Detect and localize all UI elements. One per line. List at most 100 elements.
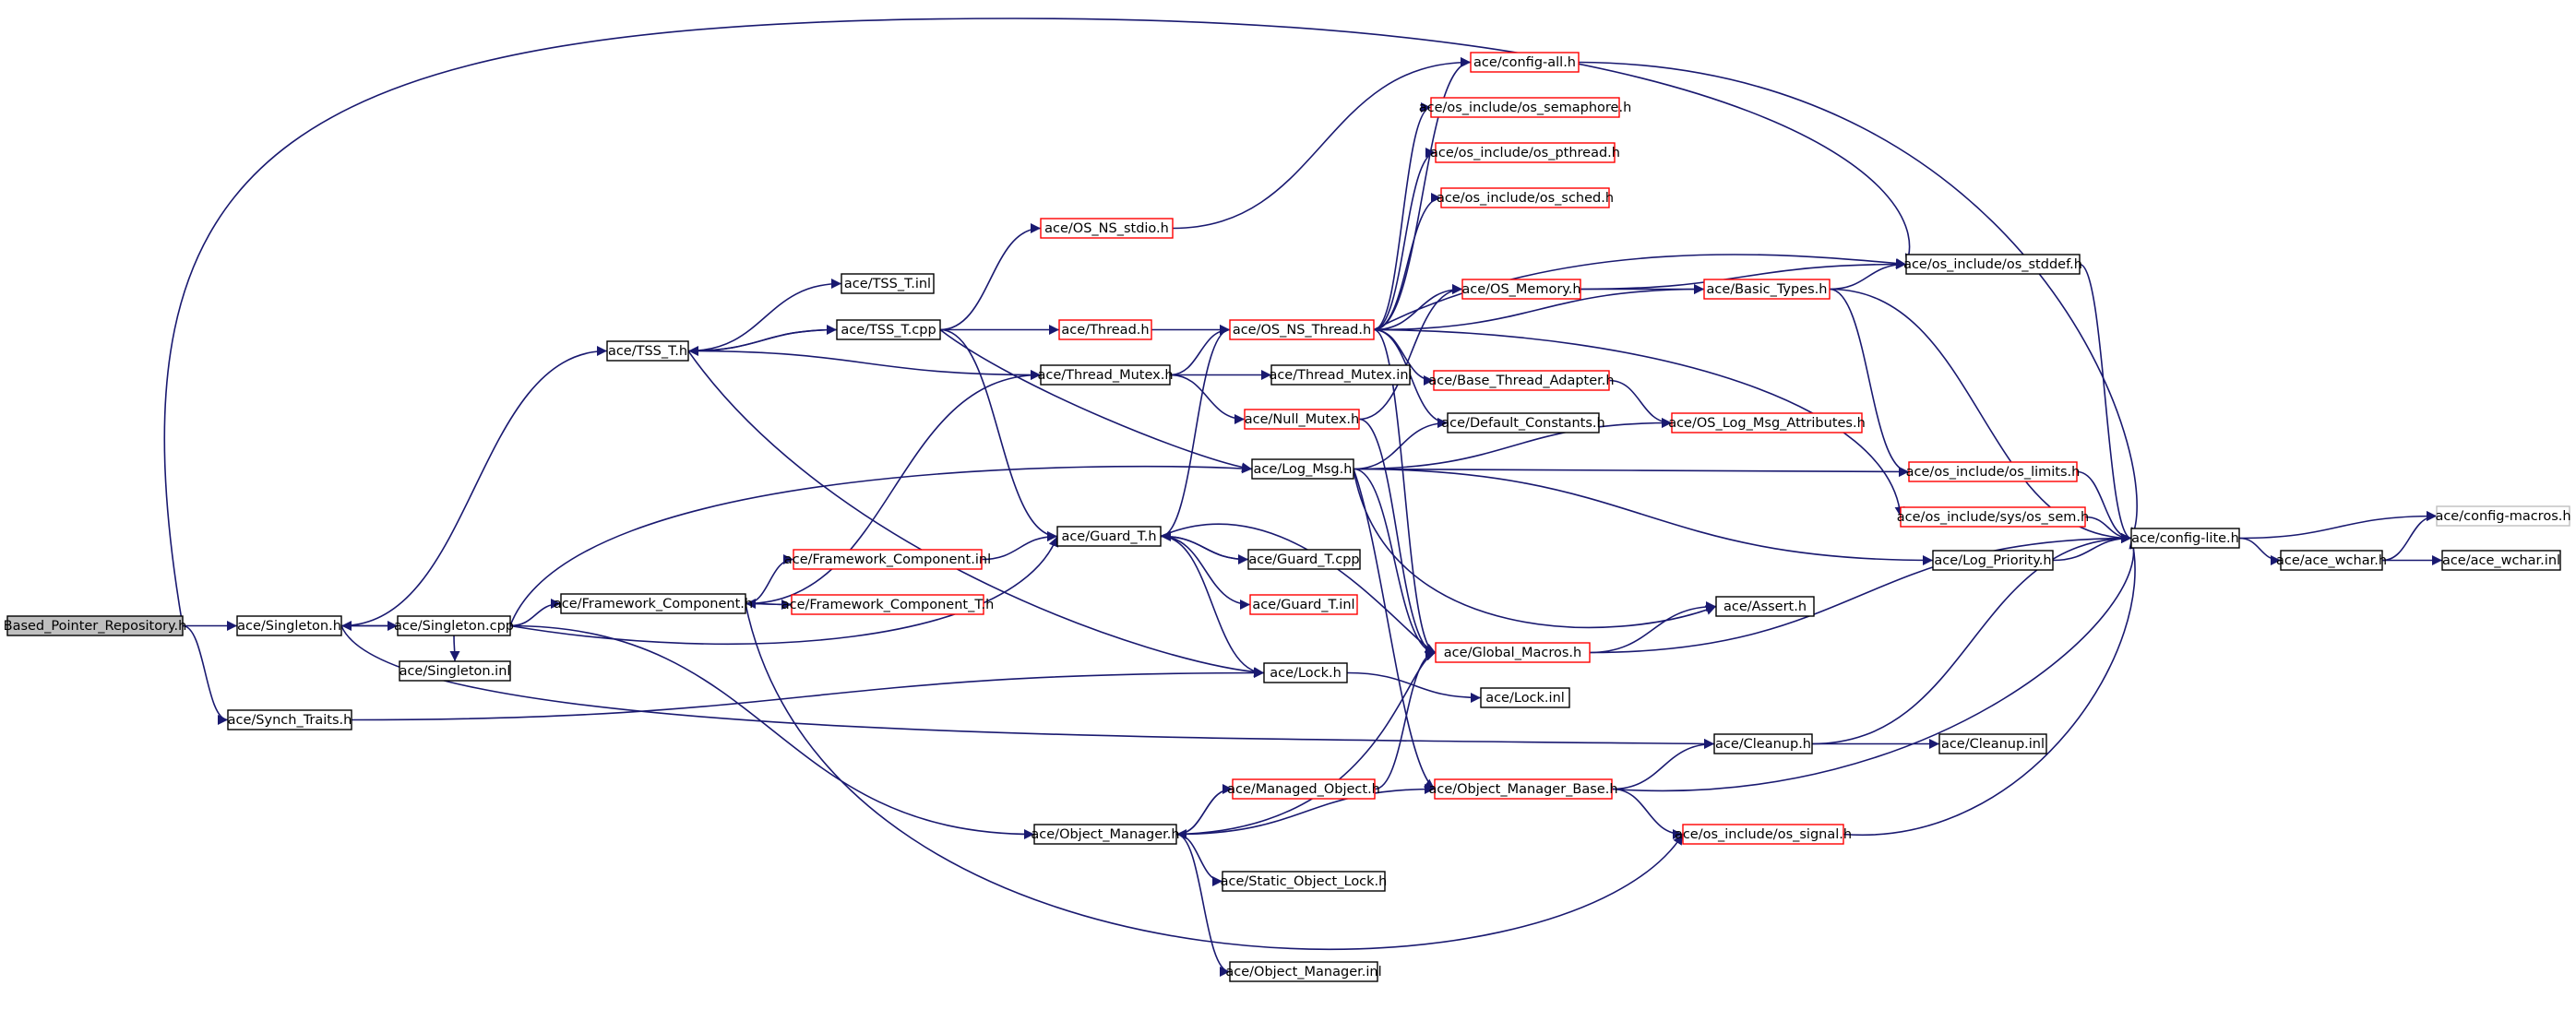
node-guard-t-inl[interactable]: ace/Guard_T.inl	[1249, 594, 1358, 615]
node-root[interactable]: Based_Pointer_Repository.h	[4, 615, 187, 636]
edge-object-manager-h-to-object-manager-inl	[1175, 833, 1231, 977]
node-os-ns-thread[interactable]: ace/OS_NS_Thread.h	[1229, 319, 1375, 340]
node-cleanup-inl[interactable]: ace/Cleanup.inl	[1938, 733, 2047, 754]
node-os-log-msg-attributes[interactable]: ace/OS_Log_Msg_Attributes.h	[1668, 412, 1866, 433]
node-singleton-inl[interactable]: ace/Singleton.inl	[399, 660, 511, 682]
edge-framework-component-t-h-to-framework-component-h	[745, 599, 793, 610]
node-box	[1229, 319, 1375, 340]
node-tss-t-h[interactable]: ace/TSS_T.h	[606, 340, 689, 362]
edge-basic-types-to-os-limits	[1829, 288, 1910, 477]
node-thread-mutex-h[interactable]: ace/Thread_Mutex.h	[1037, 364, 1174, 386]
node-label: ace/Base_Thread_Adapter.h	[1428, 374, 1614, 388]
node-framework-component-t-h[interactable]: ace/Framework_Component_T.h	[781, 594, 995, 615]
node-label: ace/OS_Memory.h	[1461, 282, 1580, 297]
node-os-semaphore[interactable]: ace/os_include/os_semaphore.h	[1419, 97, 1632, 118]
edge-thread-mutex-h-to-os-ns-thread	[1169, 325, 1231, 376]
node-os-signal[interactable]: ace/os_include/os_signal.h	[1675, 824, 1852, 845]
node-label: ace/Framework_Component.h	[554, 597, 753, 611]
node-ace-wchar-inl[interactable]: ace/ace_wchar.inl	[2441, 550, 2561, 571]
edge-object-manager-h-to-static-object-lock	[1175, 833, 1223, 886]
node-label: ace/TSS_T.inl	[844, 277, 931, 291]
edge-os-signal-to-config-lite	[1843, 538, 2140, 837]
node-framework-component-inl[interactable]: ace/Framework_Component.inl	[784, 549, 991, 570]
edge-thread-mutex-h-to-null-mutex	[1169, 374, 1246, 424]
node-label: ace/Default_Constants.h	[1441, 416, 1604, 431]
edge-os-ns-thread-to-os-semaphore	[1373, 102, 1432, 331]
edge-tss-t-h-to-lock-h	[687, 350, 1265, 678]
node-thread-h[interactable]: ace/Thread.h	[1058, 319, 1152, 340]
edge-basic-types-to-config-lite	[1829, 288, 2132, 543]
node-os-limits[interactable]: ace/os_include/os_limits.h	[1906, 461, 2081, 482]
edge-os-memory-to-os-stddef	[1580, 259, 1907, 291]
node-box	[1244, 409, 1360, 430]
node-box	[1435, 142, 1616, 163]
node-box	[397, 615, 511, 636]
node-singleton-cpp[interactable]: ace/Singleton.cpp	[394, 615, 514, 636]
edge-os-ns-thread-to-global-macros	[1373, 328, 1437, 658]
node-label: ace/os_include/os_semaphore.h	[1419, 101, 1632, 115]
edge-config-lite-to-ace-wchar-h	[2238, 537, 2282, 565]
node-label: ace/Basic_Types.h	[1707, 282, 1828, 297]
edge-guard-t-h-to-os-ns-thread	[1160, 325, 1231, 538]
node-basic-types[interactable]: ace/Basic_Types.h	[1703, 279, 1831, 300]
node-log-priority[interactable]: ace/Log_Priority.h	[1932, 550, 2054, 571]
node-label: ace/Object_Manager.inl	[1225, 965, 1381, 980]
node-tss-t-cpp[interactable]: ace/TSS_T.cpp	[836, 319, 941, 340]
node-os-stddef[interactable]: ace/os_include/os_stddef.h	[1903, 254, 2082, 275]
node-os-memory[interactable]: ace/OS_Memory.h	[1461, 279, 1581, 300]
edge-basic-types-to-os-stddef	[1829, 259, 1907, 291]
header-nodes: Based_Pointer_Repository.h ace/Singleton.…	[4, 52, 2571, 982]
node-box	[1249, 594, 1358, 615]
node-box	[1938, 733, 2047, 754]
node-box	[606, 340, 689, 362]
node-config-macros[interactable]: ace/config-macros.h	[2435, 505, 2571, 527]
node-framework-component-h[interactable]: ace/Framework_Component.h	[554, 593, 753, 614]
edge-null-mutex-to-os-memory	[1358, 284, 1463, 421]
node-config-all[interactable]: ace/config-all.h	[1470, 52, 1580, 73]
node-os-ns-stdio[interactable]: ace/OS_NS_stdio.h	[1040, 218, 1174, 239]
node-null-mutex[interactable]: ace/Null_Mutex.h	[1244, 409, 1360, 430]
node-label: ace/os_include/os_signal.h	[1675, 827, 1852, 842]
node-os-sem[interactable]: ace/os_include/sys/os_sem.h	[1897, 506, 2089, 528]
node-synch-traits[interactable]: ace/Synch_Traits.h	[227, 709, 352, 730]
node-global-macros[interactable]: ace/Global_Macros.h	[1435, 642, 1591, 663]
node-guard-t-cpp[interactable]: ace/Guard_T.cpp	[1247, 549, 1361, 570]
node-object-manager-h[interactable]: ace/Object_Manager.h	[1031, 824, 1180, 845]
edge-root-to-os-stddef	[163, 18, 1915, 626]
node-static-object-lock[interactable]: ace/Static_Object_Lock.h	[1221, 871, 1388, 892]
node-os-sched[interactable]: ace/os_include/os_sched.h	[1437, 187, 1614, 208]
node-log-msg[interactable]: ace/Log_Msg.h	[1251, 458, 1354, 480]
node-tss-t-inl[interactable]: ace/TSS_T.inl	[841, 273, 935, 294]
node-default-constants[interactable]: ace/Default_Constants.h	[1441, 412, 1605, 433]
node-label: ace/ace_wchar.h	[2276, 553, 2387, 568]
node-ace-wchar-h[interactable]: ace/ace_wchar.h	[2276, 550, 2387, 571]
node-box	[1229, 961, 1378, 982]
node-label: ace/config-lite.h	[2131, 531, 2239, 546]
edge-framework-component-h-to-thread-mutex-h	[745, 370, 1042, 605]
edge-singleton-h-to-tss-t-h	[340, 346, 608, 627]
node-os-pthread[interactable]: ace/os_include/os_pthread.h	[1430, 142, 1620, 163]
node-box	[227, 709, 352, 730]
edge-singleton-cpp-to-object-manager-h	[509, 624, 1035, 839]
node-cleanup-h[interactable]: ace/Cleanup.h	[1713, 733, 1813, 754]
node-lock-inl[interactable]: ace/Lock.inl	[1480, 687, 1570, 708]
node-guard-t-h[interactable]: ace/Guard_T.h	[1056, 526, 1162, 547]
node-assert-h[interactable]: ace/Assert.h	[1715, 596, 1815, 617]
node-box	[1433, 370, 1610, 391]
node-object-manager-base[interactable]: ace/Object_Manager_Base.h	[1428, 778, 1618, 800]
edge-root-to-synch-traits	[182, 624, 229, 725]
edge-tss-t-cpp-to-log-msg	[939, 328, 1253, 473]
node-box	[1461, 279, 1581, 300]
node-singleton-h[interactable]: ace/Singleton.h	[236, 615, 342, 636]
node-config-lite[interactable]: ace/config-lite.h	[2130, 528, 2240, 549]
edge-global-macros-to-config-lite	[1589, 533, 2132, 654]
node-box	[1251, 458, 1354, 480]
node-box	[1222, 871, 1386, 892]
node-box	[1715, 596, 1815, 617]
node-base-thread-adapter[interactable]: ace/Base_Thread_Adapter.h	[1428, 370, 1615, 391]
node-box	[1480, 687, 1570, 708]
node-thread-mutex-inl[interactable]: ace/Thread_Mutex.inl	[1269, 364, 1413, 386]
node-lock-h[interactable]: ace/Lock.h	[1263, 662, 1348, 683]
node-object-manager-inl[interactable]: ace/Object_Manager.inl	[1225, 961, 1382, 982]
node-managed-object[interactable]: ace/Managed_Object.h	[1227, 778, 1380, 800]
